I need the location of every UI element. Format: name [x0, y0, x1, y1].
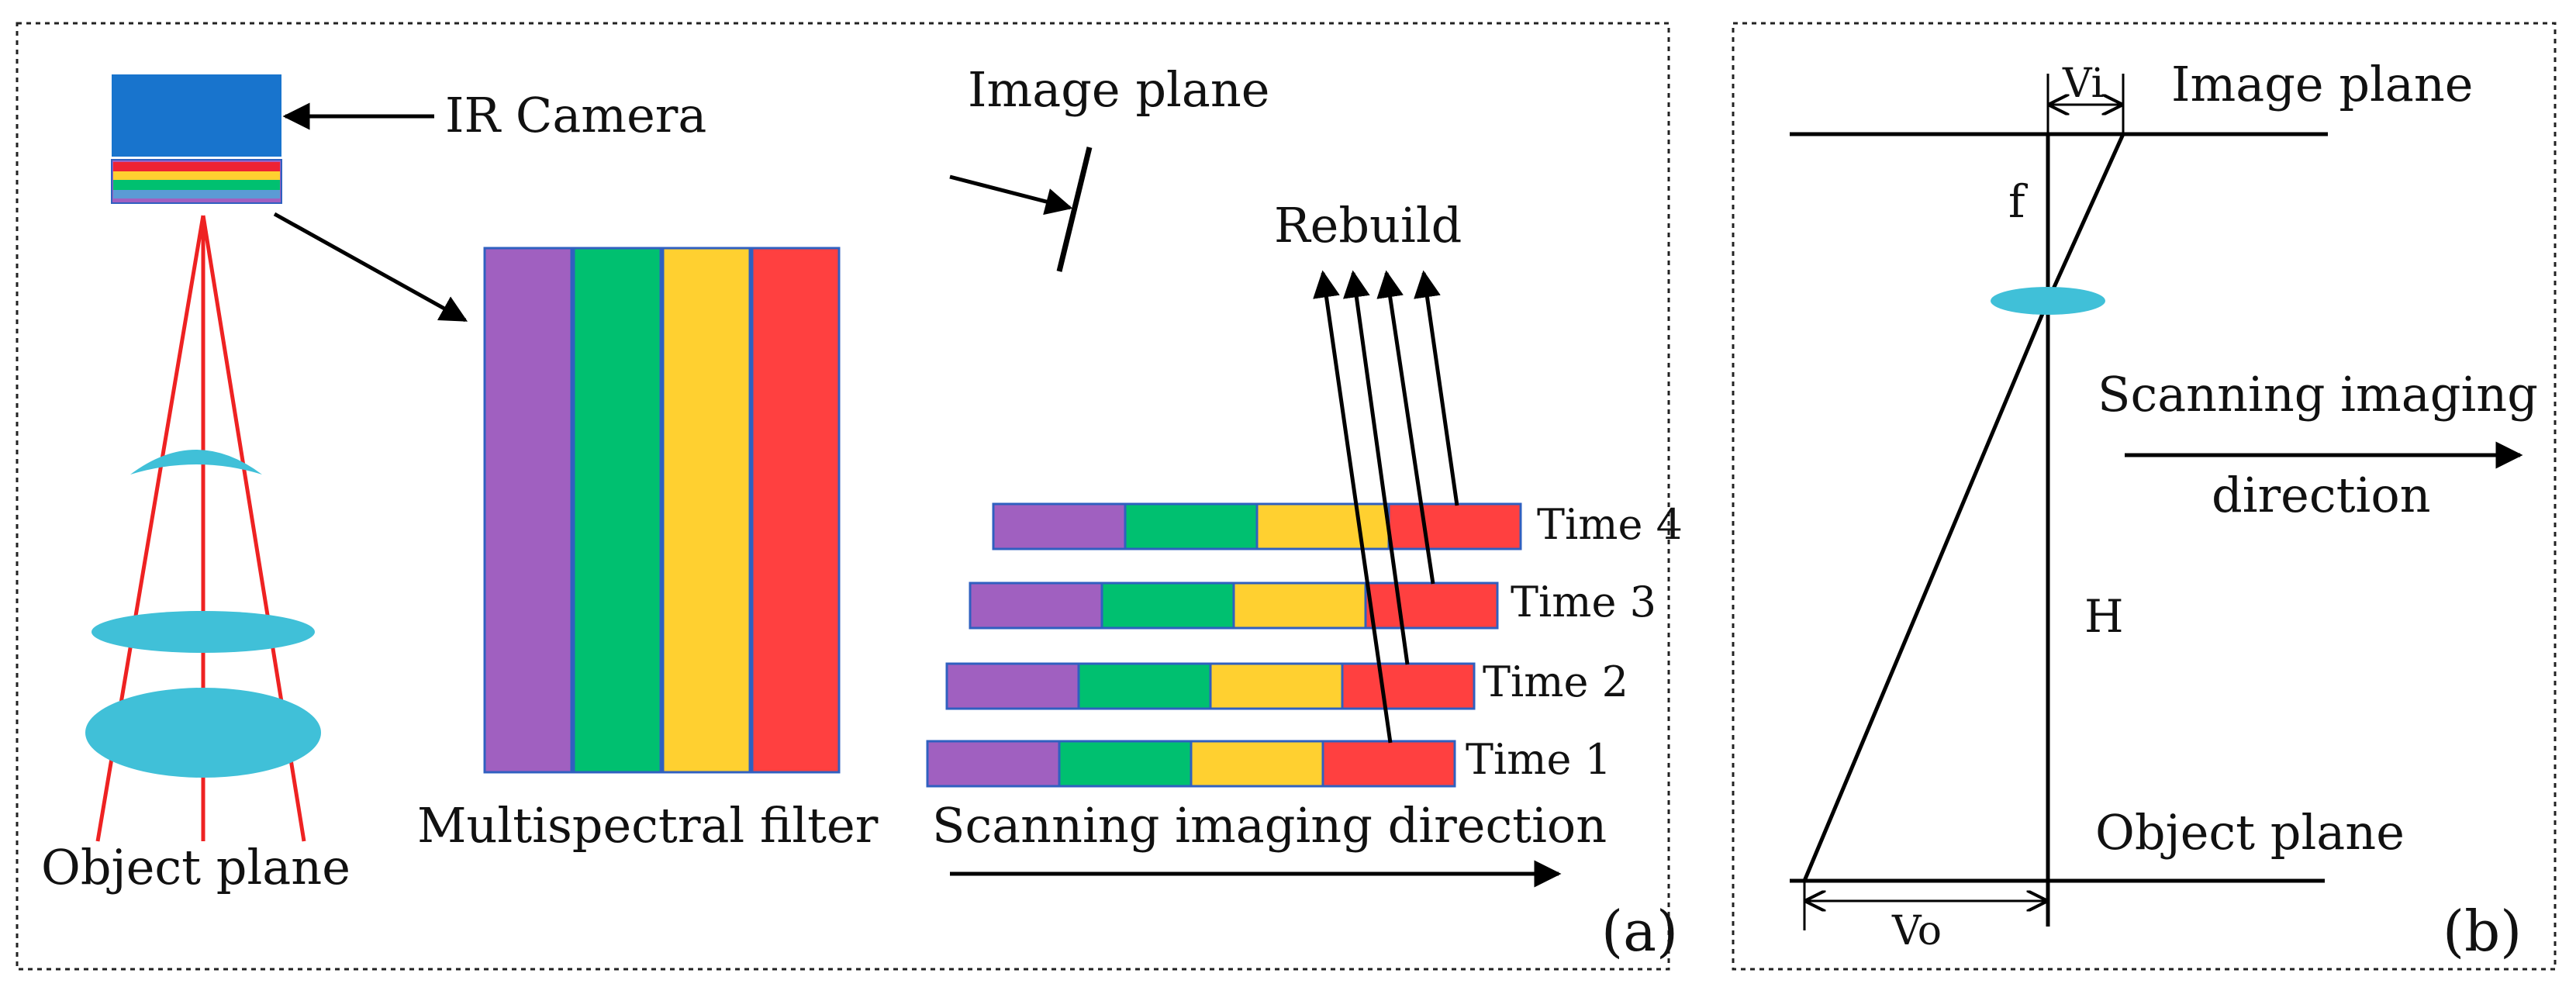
image-plane-label-a: Image plane: [968, 61, 1269, 118]
scanning-direction-label-b-line2: direction: [2212, 467, 2431, 523]
strip-time-1: [926, 740, 1456, 788]
image-plane-arrow-a: [949, 174, 1073, 216]
panel-a-border: [16, 22, 1670, 971]
scanning-direction-label-a: Scanning imaging direction: [932, 797, 1607, 854]
rebuild-label: Rebuild: [1274, 197, 1462, 254]
time-3-label: Time 3: [1511, 578, 1656, 626]
time-4-label: Time 4: [1537, 500, 1683, 549]
image-plane-label-b: Image plane: [2171, 56, 2473, 112]
panel-b-border: [1732, 22, 2557, 971]
chief-ray-upper: [2046, 133, 2125, 302]
camera-to-filter-arrow: [273, 212, 468, 323]
lens-top: [130, 450, 262, 475]
strip-time-2: [945, 662, 1476, 710]
time-2-label: Time 2: [1483, 657, 1628, 706]
chief-ray-lower: [1802, 300, 2050, 882]
panel-b: Image plane Vi f H Scanning imaging dire…: [1732, 22, 2557, 971]
f-label: f: [2008, 175, 2028, 228]
lens-bottom: [85, 688, 321, 778]
time-1-label: Time 1: [1466, 735, 1611, 784]
multispectral-filter: [483, 247, 841, 774]
object-plane-label-b: Object plane: [2095, 804, 2405, 861]
panel-b-label: (b): [2443, 899, 2522, 964]
strip-time-4: [992, 502, 1522, 550]
panel-a-label: (a): [1601, 899, 1678, 964]
image-plane-line-a: [1056, 147, 1093, 272]
vi-label: Vi: [2062, 60, 2104, 107]
multispectral-filter-label: Multispectral filter: [417, 797, 879, 854]
lens-middle: [92, 611, 315, 653]
vo-label: Vo: [1891, 908, 1942, 954]
ir-camera-icon: [111, 74, 282, 204]
h-label: H: [2084, 590, 2124, 643]
ir-camera-label: IR Camera: [445, 87, 706, 143]
rebuild-arrows: [1313, 270, 1459, 744]
strip-time-3: [969, 582, 1499, 630]
scanning-direction-label-b-line1: Scanning imaging: [2098, 366, 2538, 423]
lens-b: [1991, 287, 2105, 315]
object-plane-label-a: Object plane: [41, 839, 350, 896]
panel-a: IR Camera Object plane Multispectral fil…: [16, 22, 1683, 971]
